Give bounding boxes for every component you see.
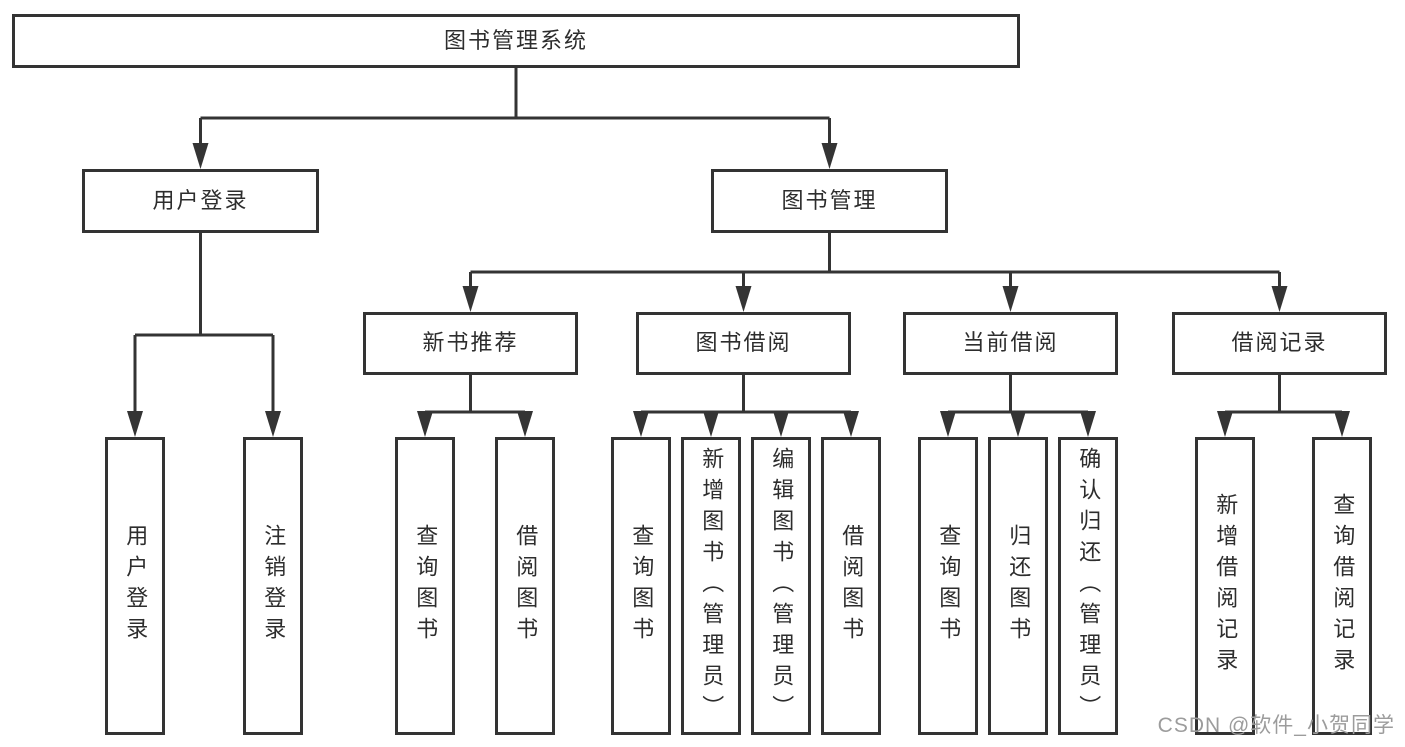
node-label: 查询借阅记录 [1330, 493, 1356, 679]
node-label: 新增图书（管理员） [699, 446, 725, 726]
node-label: 查询图书 [936, 524, 962, 648]
node-label: 借阅记录 [1231, 330, 1328, 356]
node-label: 查询图书 [629, 524, 655, 648]
node-label: 图书管理 [781, 187, 878, 213]
leaf-add-book-admin: 新增图书（管理员） [681, 437, 741, 735]
node-book-management: 图书管理 [711, 169, 948, 233]
leaf-edit-book-admin: 编辑图书（管理员） [751, 437, 811, 735]
leaf-user-login: 用户登录 [105, 437, 165, 735]
node-label: 编辑图书（管理员） [769, 446, 795, 726]
arrowheads [127, 143, 1350, 437]
node-label: 借阅图书 [839, 524, 865, 648]
leaf-add-borrow-record: 新增借阅记录 [1195, 437, 1255, 735]
node-label: 用户登录 [152, 187, 249, 213]
node-borrow-records: 借阅记录 [1172, 312, 1387, 375]
node-label: 借阅图书 [513, 524, 539, 648]
csdn-watermark: CSDN @软件_小贺同学 [1157, 714, 1395, 737]
node-label: 图书管理系统 [443, 27, 588, 53]
node-root: 图书管理系统 [12, 14, 1020, 68]
node-label: 查询图书 [413, 524, 439, 648]
node-book-borrow: 图书借阅 [636, 312, 851, 375]
leaf-return-book: 归还图书 [988, 437, 1048, 735]
node-new-book-recommend: 新书推荐 [363, 312, 578, 375]
node-label: 用户登录 [123, 524, 149, 648]
node-label: 图书借阅 [695, 330, 792, 356]
node-current-borrow: 当前借阅 [903, 312, 1118, 375]
node-label: 归还图书 [1006, 524, 1032, 648]
node-user-login: 用户登录 [82, 169, 319, 233]
node-label: 新书推荐 [422, 330, 519, 356]
leaf-query-book-3: 查询图书 [918, 437, 978, 735]
leaf-query-book-2: 查询图书 [611, 437, 671, 735]
leaf-borrow-book-2: 借阅图书 [821, 437, 881, 735]
node-label: 新增借阅记录 [1213, 493, 1239, 679]
leaf-confirm-return-admin: 确认归还（管理员） [1058, 437, 1118, 735]
node-label: 确认归还（管理员） [1076, 446, 1102, 726]
node-label: 当前借阅 [962, 330, 1059, 356]
leaf-query-book-1: 查询图书 [395, 437, 455, 735]
leaf-query-borrow-record: 查询借阅记录 [1312, 437, 1372, 735]
leaf-borrow-book-1: 借阅图书 [495, 437, 555, 735]
node-label: 注销登录 [261, 524, 287, 648]
leaf-logout: 注销登录 [243, 437, 303, 735]
